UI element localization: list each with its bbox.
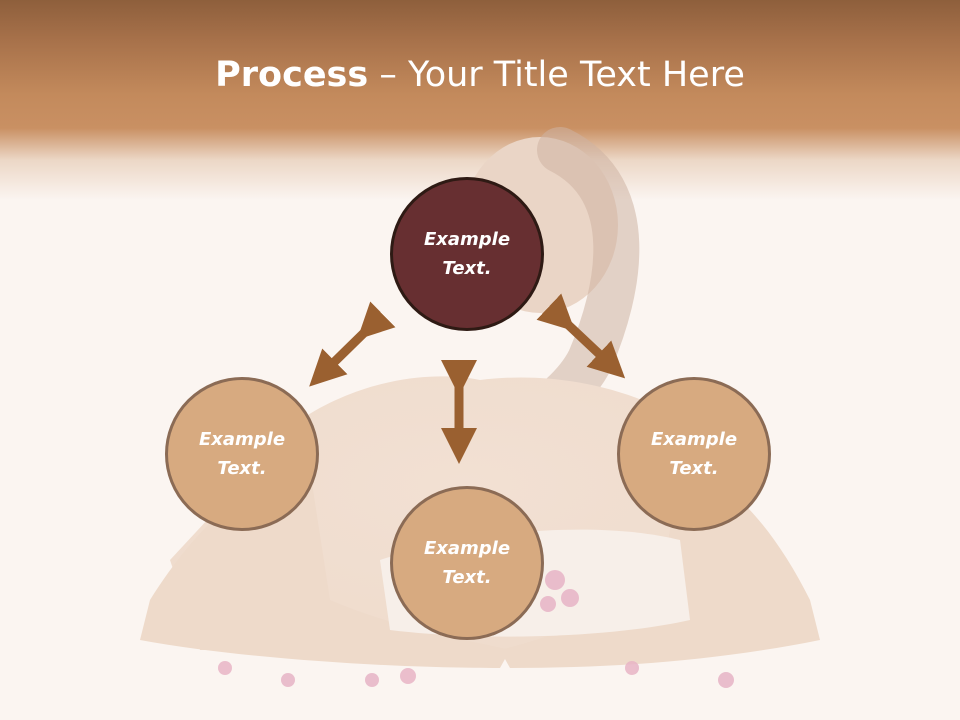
node-left-line1: Example bbox=[198, 429, 286, 450]
arrow-top-right bbox=[536, 293, 626, 379]
arrow-top-left bbox=[309, 301, 396, 387]
node-right-line1: Example bbox=[650, 429, 738, 450]
title-rest: – Your Title Text Here bbox=[368, 55, 745, 95]
node-right-line2: Text. bbox=[669, 458, 719, 479]
node-bottom: Example Text. bbox=[390, 486, 544, 640]
node-bottom-line1: Example bbox=[423, 538, 511, 559]
title-bold: Process bbox=[215, 55, 369, 95]
header-band bbox=[0, 0, 960, 200]
node-left-line2: Text. bbox=[217, 458, 267, 479]
node-bottom-line2: Text. bbox=[442, 567, 492, 588]
node-left: Example Text. bbox=[165, 377, 319, 531]
slide-title: Process – Your Title Text Here bbox=[0, 52, 960, 98]
node-top-line2: Text. bbox=[442, 258, 492, 279]
node-right: Example Text. bbox=[617, 377, 771, 531]
node-top: Example Text. bbox=[390, 177, 544, 331]
node-top-line1: Example bbox=[423, 229, 511, 250]
